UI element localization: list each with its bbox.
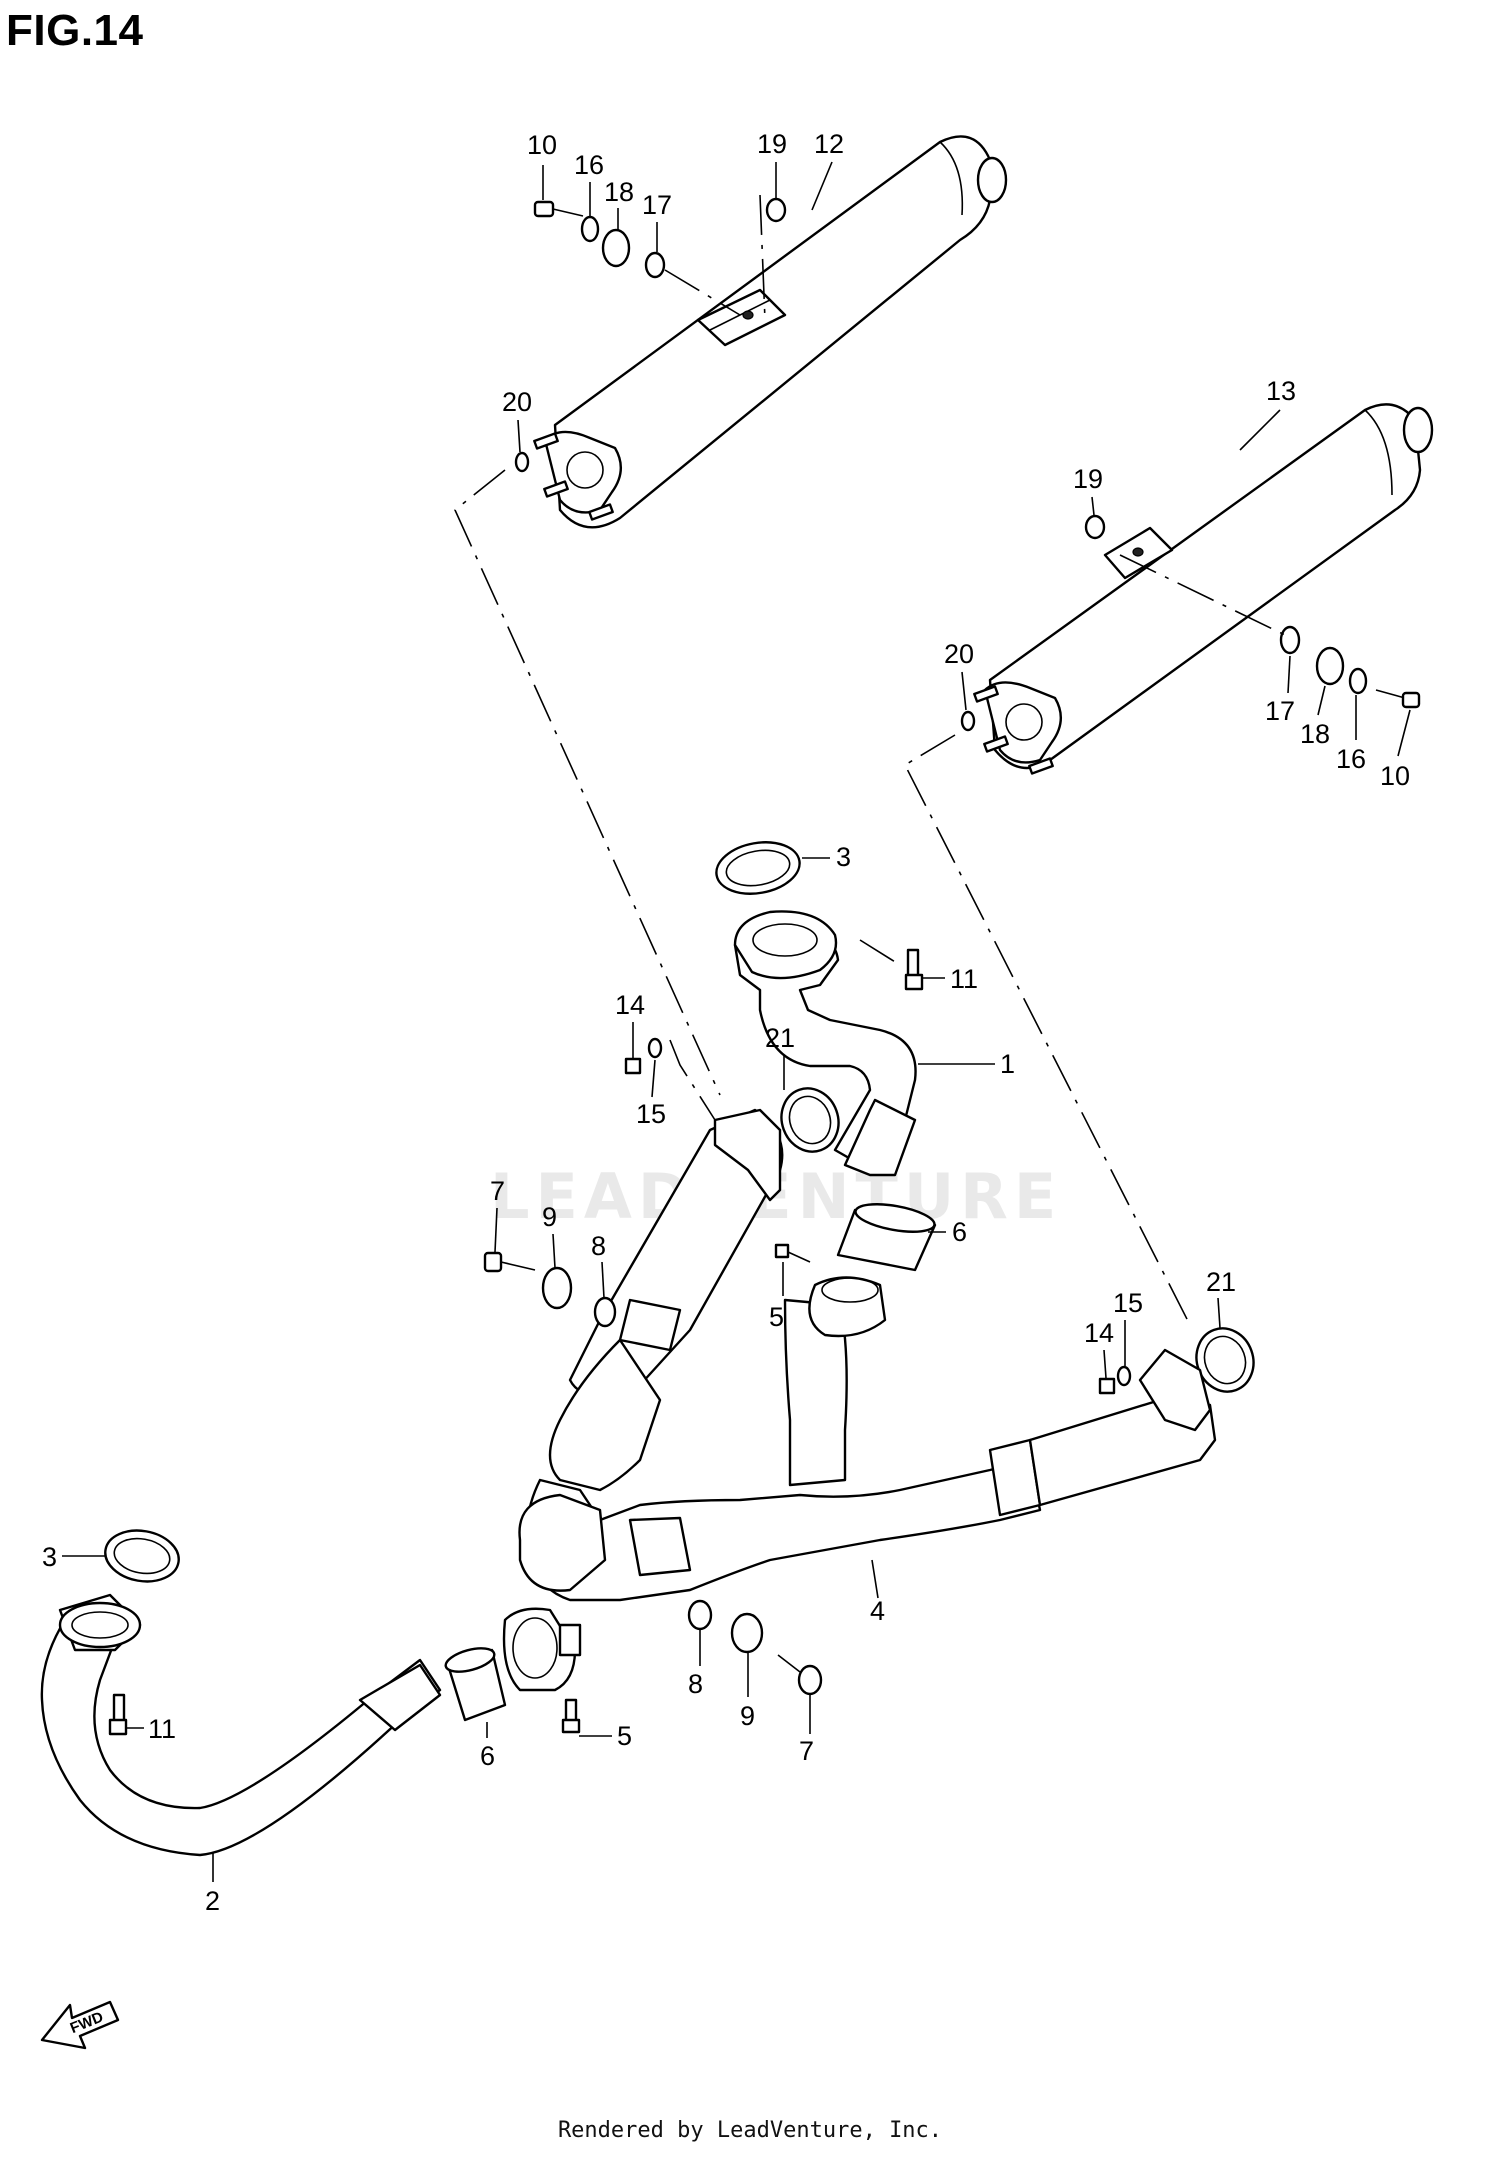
muffler-upper[interactable]: [553, 135, 1008, 529]
fastener-rubber-9-upper[interactable]: [541, 1266, 573, 1310]
fwd-arrow-icon: FWD: [40, 2000, 120, 2050]
callout-3-left: 3: [42, 1542, 57, 1572]
callout-9-lower: 9: [740, 1701, 755, 1731]
clamp-upper[interactable]: [808, 1276, 887, 1338]
callout-8-lower: 8: [688, 1669, 703, 1699]
callout-8-upper: 8: [591, 1231, 606, 1261]
callout-12: 12: [814, 129, 844, 159]
callout-16-upper: 16: [574, 150, 604, 180]
callout-21-middle: 21: [765, 1023, 795, 1053]
fastener-bolt-5-lower[interactable]: [561, 1698, 581, 1734]
fastener-nut-19-upper[interactable]: [765, 197, 787, 223]
fastener-washer-16-upper[interactable]: [580, 215, 600, 243]
fastener-collar-8-lower[interactable]: [687, 1599, 713, 1631]
callout-11-lower: 11: [148, 1714, 176, 1744]
alignment-lines: [454, 194, 1286, 1326]
callout-10-upper: 10: [527, 130, 557, 160]
callout-6-lower: 6: [480, 1741, 495, 1771]
callout-17-upper: 17: [642, 190, 672, 220]
fastener-washer-15-upper[interactable]: [647, 1037, 663, 1059]
exhaust-pipe-upper-branch[interactable]: [548, 1108, 784, 1492]
fastener-collar-8-upper[interactable]: [593, 1296, 617, 1328]
fastener-rubber-18-upper[interactable]: [601, 228, 631, 268]
fastener-rubber-18-lower[interactable]: [1315, 646, 1345, 686]
callout-16-lower: 16: [1336, 744, 1366, 774]
sleeve-6-middle[interactable]: [836, 1199, 937, 1272]
callout-14-upper: 14: [615, 990, 645, 1020]
callout-6-middle: 6: [952, 1217, 967, 1247]
callout-18-lower: 18: [1300, 719, 1330, 749]
fastener-bolt-7-upper[interactable]: [483, 1251, 536, 1273]
fastener-rubber-9-lower[interactable]: [730, 1612, 764, 1654]
fastener-bolt-7-lower[interactable]: [777, 1654, 823, 1696]
muffler-lower-flange[interactable]: [973, 681, 1062, 775]
sleeve-6-lower[interactable]: [443, 1644, 507, 1722]
exhaust-pipe-front-2[interactable]: [40, 1593, 442, 1857]
callout-20-upper: 20: [502, 387, 532, 417]
fastener-washer-16-lower[interactable]: [1348, 667, 1368, 695]
fastener-bolt-5-upper[interactable]: [774, 1243, 811, 1263]
callout-20-lower: 20: [944, 639, 974, 669]
callout-2: 2: [205, 1886, 220, 1916]
exhaust-pipe-collector-4[interactable]: [518, 1298, 1217, 1602]
callout-13: 13: [1266, 376, 1296, 406]
gasket-3-upper[interactable]: [712, 836, 803, 900]
callout-14-right: 14: [1084, 1318, 1114, 1348]
callout-9-upper: 9: [542, 1202, 557, 1232]
fastener-washer-20-lower[interactable]: [960, 710, 976, 732]
figure-title: FIG.14: [6, 6, 144, 55]
fastener-bolt-10-lower[interactable]: [1375, 689, 1421, 709]
fastener-collar-17-lower[interactable]: [1279, 625, 1301, 655]
muffler-lower[interactable]: [988, 403, 1434, 770]
clamp-lower[interactable]: [502, 1607, 582, 1692]
leader-lines: [62, 161, 1411, 1882]
muffler-upper-flange[interactable]: [533, 430, 622, 521]
callout-18-upper: 18: [604, 177, 634, 207]
fastener-collar-17-upper[interactable]: [644, 251, 666, 279]
fastener-nut-19-lower[interactable]: [1084, 514, 1106, 540]
callout-5-upper: 5: [769, 1302, 784, 1332]
callout-3-upper: 3: [836, 842, 851, 872]
fastener-washer-15-right[interactable]: [1116, 1365, 1132, 1387]
callout-11-upper: 11: [950, 964, 978, 994]
callout-5-lower: 5: [617, 1721, 632, 1751]
fastener-bolt-10-upper[interactable]: [533, 200, 584, 218]
fastener-washer-20-upper[interactable]: [514, 451, 530, 473]
callout-15-upper: 15: [636, 1099, 666, 1129]
callout-labels: 10 16 18 17 19 12 20 13 19 20 17 18 16 1…: [42, 129, 1410, 1916]
fastener-nut-14-right[interactable]: [1098, 1377, 1116, 1395]
callout-17-lower: 17: [1265, 696, 1295, 726]
gasket-21-middle[interactable]: [773, 1080, 848, 1159]
callout-19-lower: 19: [1073, 464, 1103, 494]
exhaust-pipe-1[interactable]: [733, 910, 917, 1177]
callout-7-upper: 7: [490, 1176, 505, 1206]
fastener-bolt-11-lower[interactable]: [108, 1693, 128, 1736]
callout-1: 1: [1000, 1049, 1015, 1079]
callout-21-right: 21: [1206, 1267, 1236, 1297]
callout-10-lower: 10: [1380, 761, 1410, 791]
fastener-bolt-11-upper[interactable]: [904, 948, 924, 991]
callout-19-upper: 19: [757, 129, 787, 159]
gasket-3-left[interactable]: [101, 1525, 183, 1587]
callout-15-right: 15: [1113, 1288, 1143, 1318]
gasket-21-right[interactable]: [1188, 1320, 1263, 1399]
callout-4: 4: [870, 1596, 885, 1626]
callout-7-lower: 7: [799, 1736, 814, 1766]
footer-credit: Rendered by LeadVenture, Inc.: [557, 2118, 943, 2143]
fastener-nut-14-upper[interactable]: [624, 1057, 642, 1075]
